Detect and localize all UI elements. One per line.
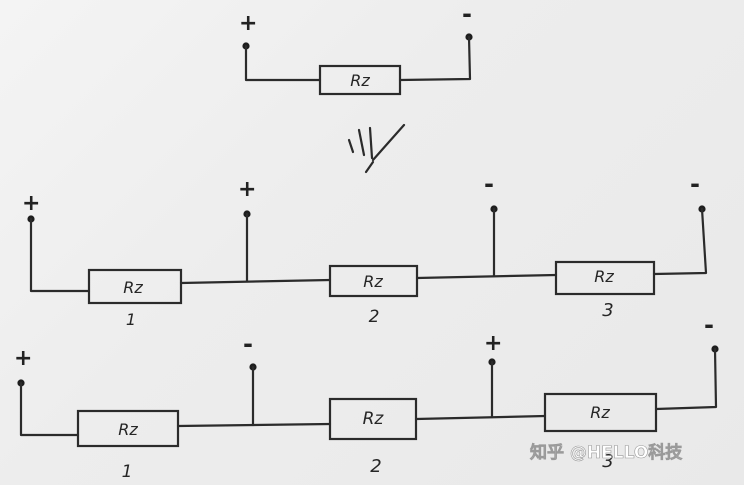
c2-resistor-index: 3 (602, 300, 613, 321)
c3-wire (654, 347, 718, 411)
c2-wire (179, 278, 332, 285)
top-circuit: + - Rz (239, 0, 473, 96)
c3-resistor-2 (328, 397, 418, 441)
c2-terminal-sign: + (22, 191, 40, 216)
c2-wire (29, 217, 91, 293)
c3-terminal-sign: + (14, 346, 32, 371)
watermark-text: 知乎 @HELLO科技 (529, 442, 683, 463)
top-minus-sign: - (462, 0, 472, 28)
c3-terminal-sign: + (484, 331, 502, 356)
top-left-wire (244, 44, 322, 82)
c2-terminal-sign: - (690, 170, 700, 198)
c2-resistor-label: Rz (123, 278, 143, 297)
c3-resistor-index: 3 (602, 451, 613, 472)
c3-terminal-sign: - (704, 311, 714, 339)
c2-resistor-3 (554, 260, 656, 296)
c2-resistor-label: Rz (363, 272, 383, 291)
circuit-two: + + - - Rz 1 Rz 2 Rz 3 (22, 170, 708, 329)
c2-terminal-sign: + (238, 177, 256, 202)
top-resistor (318, 64, 402, 96)
c2-terminal-sign: - (484, 170, 494, 198)
c2-wire (415, 273, 558, 280)
circuit-three: + - + - Rz 1 Rz 2 Rz 3 (14, 311, 719, 482)
equivalence-mark (347, 123, 406, 174)
top-resistor-label: Rz (350, 71, 370, 90)
c3-resistor-3 (543, 392, 658, 433)
c3-resistor-label: Rz (590, 403, 610, 422)
c3-terminal-sign: - (243, 330, 253, 358)
c2-resistor-1 (87, 268, 183, 305)
c3-resistor-label: Rz (363, 409, 385, 429)
c3-resistor-index: 1 (122, 462, 133, 482)
c2-resistor-index: 1 (126, 310, 136, 329)
top-right-wire (398, 35, 472, 82)
c3-resistor-label: Rz (118, 420, 138, 439)
c2-resistor-label: Rz (594, 267, 614, 286)
c2-wire (652, 207, 708, 276)
c3-resistor-index: 2 (370, 456, 381, 477)
top-plus-sign: + (239, 11, 257, 36)
c3-wire (19, 381, 80, 437)
c2-resistor-index: 2 (369, 307, 380, 327)
c2-resistor-2 (328, 264, 419, 298)
c3-wire (414, 414, 547, 421)
c3-resistor-1 (76, 409, 180, 448)
